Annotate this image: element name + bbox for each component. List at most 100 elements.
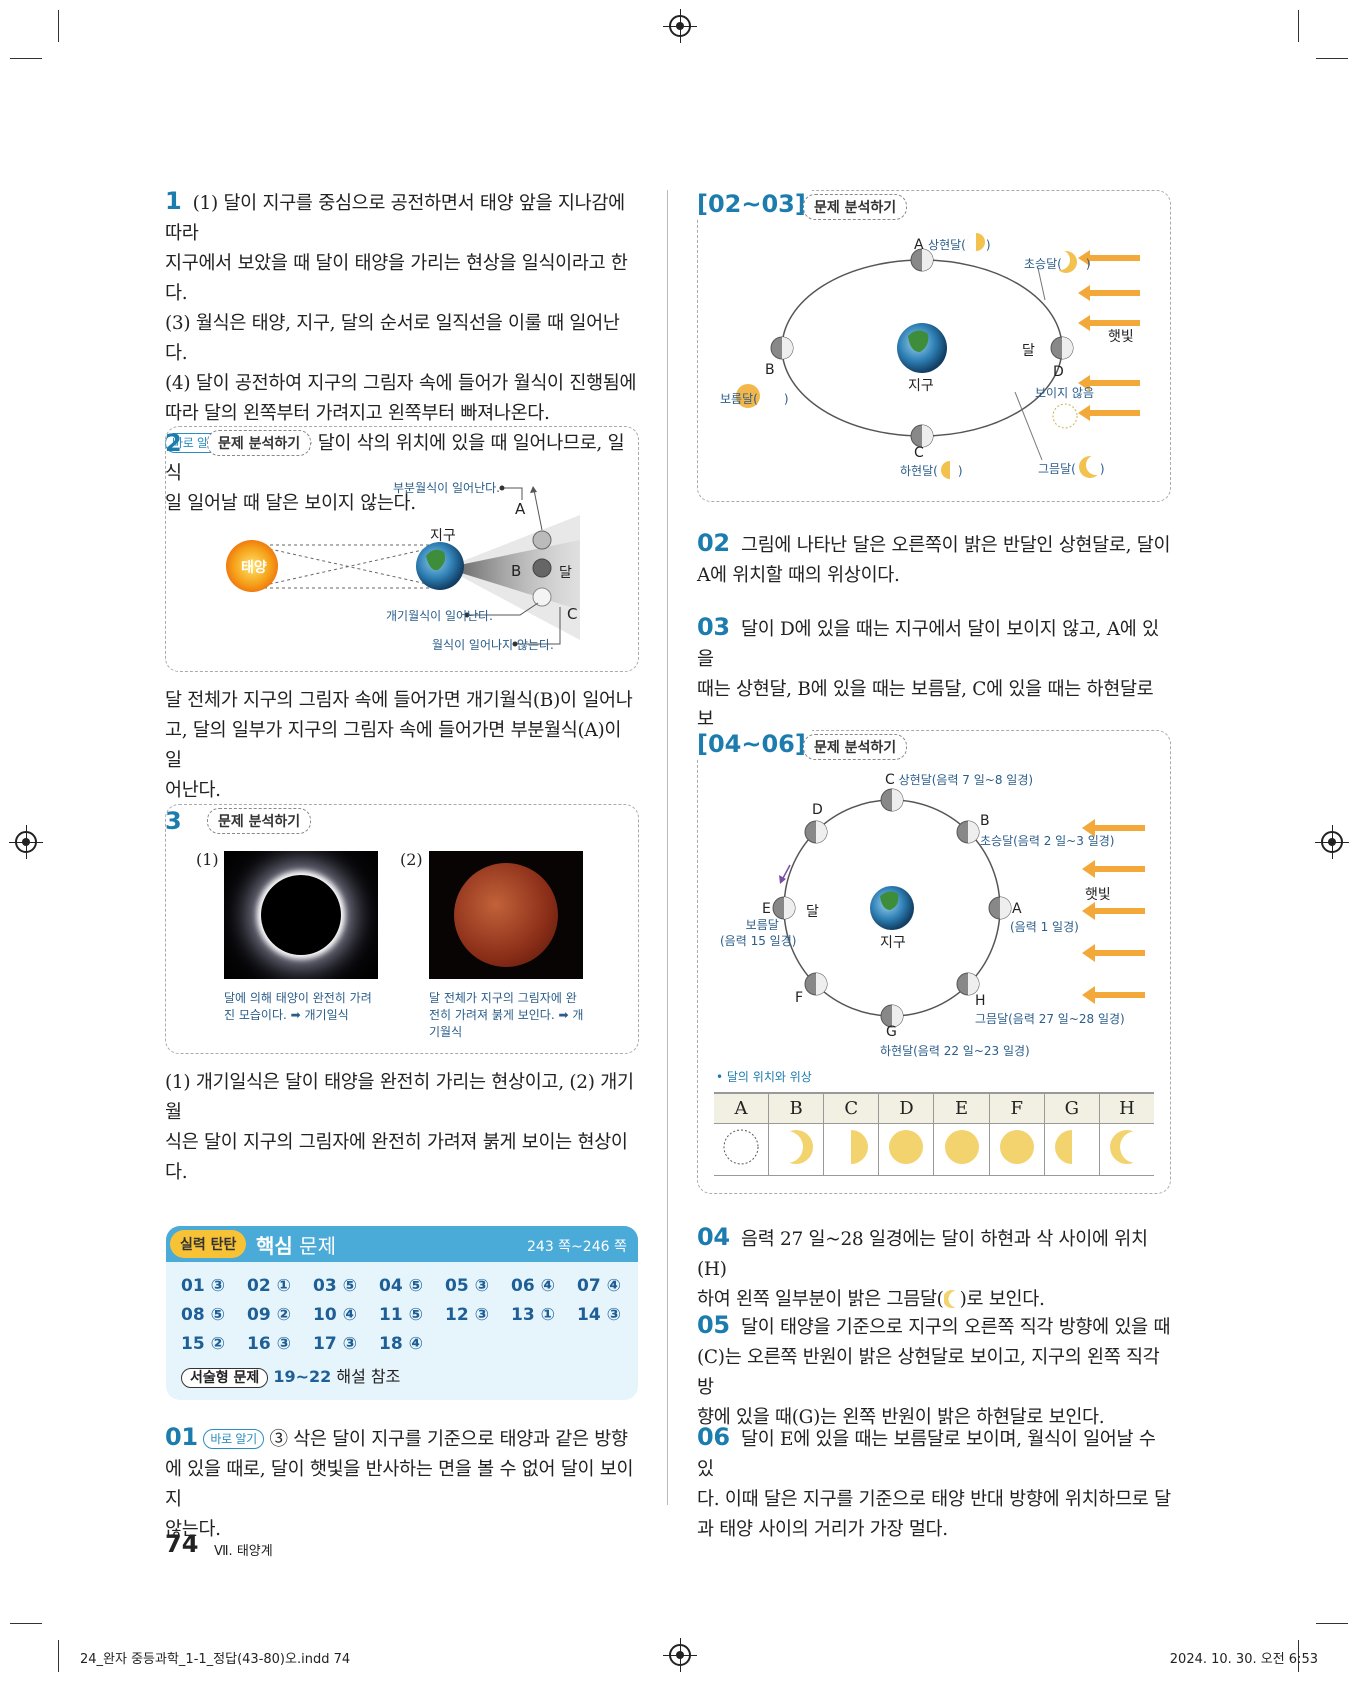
- figure-box-orbit: [697, 190, 1171, 502]
- phase-h-waning-crescent-icon: [1109, 1130, 1152, 1164]
- analysis-tag: 문제 분석하기: [207, 808, 312, 834]
- figure-box-eclipses: [165, 804, 639, 1054]
- analysis-tag: 문제 분석하기: [207, 430, 312, 456]
- phase-label-f: F: [795, 990, 804, 1006]
- phase-label-a-desc: (음력 1 일경): [1010, 920, 1079, 934]
- moon-c-icon: [532, 587, 552, 607]
- orbit-label-last-quarter: 하현달(): [900, 464, 963, 478]
- label-moon: 달: [559, 565, 572, 581]
- slug-filename: 24_완자 중등과학_1-1_정답(43-80)오.indd 74: [80, 1652, 351, 1667]
- moon-a-icon: [532, 530, 552, 550]
- sunlight-arrows: [1078, 250, 1140, 421]
- label-a: A: [515, 500, 526, 518]
- phase-b-crescent-icon: [771, 1130, 814, 1164]
- phase-label-b-desc: 초승달(음력 2 일~3 일경): [980, 834, 1115, 848]
- photo-label-2: (2): [400, 850, 423, 869]
- orbit-label-waning: 그믐달(): [1038, 462, 1105, 476]
- crop-mark: [1298, 1640, 1299, 1672]
- registration-mark-icon: [663, 1638, 697, 1672]
- chapter-label: Ⅶ. 태양계: [214, 1544, 273, 1559]
- label-total-eclipse: 개기월식이 일어난다.: [386, 609, 493, 623]
- orbit-label-moon: 달: [1022, 343, 1035, 359]
- phase-d-gibbous-icon: [889, 1130, 924, 1164]
- label-earth: 지구: [430, 528, 456, 544]
- column-divider: [667, 190, 668, 1505]
- label-b: B: [511, 562, 522, 580]
- crop-mark: [1298, 10, 1299, 42]
- phase-label-moon: 달: [806, 904, 819, 920]
- label-partial-eclipse: 부분월식이 일어난다.: [393, 481, 500, 495]
- answer-02: 02 그림에 나타난 달은 오른쪽이 밝은 반달인 상현달로, 달이 A에 위치…: [697, 529, 1171, 586]
- answer-03: 03 달이 D에 있을 때는 지구에서 달이 보이지 않고, A에 있을 때는 …: [697, 613, 1159, 760]
- orbit-label-earth: 지구: [908, 378, 934, 394]
- phase-label-c: C 상현달(음력 7 일~8 일경): [885, 772, 1034, 788]
- orbit-label-b: B: [765, 362, 775, 378]
- phase-label-g-desc: 하현달(음력 22 일~23 일경): [880, 1044, 1030, 1058]
- answer-2-text: 달 전체가 지구의 그림자 속에 들어가면 개기월식(B)이 일어나 고, 달의…: [165, 690, 633, 801]
- phase-label-earth: 지구: [880, 935, 906, 951]
- label-sun: 태양: [241, 560, 267, 576]
- crop-mark: [10, 1623, 42, 1624]
- phase-f-gibbous-icon: [999, 1130, 1034, 1164]
- phase-full: [736, 384, 760, 408]
- registration-mark-icon: [1315, 825, 1349, 859]
- moon-b-icon: [532, 558, 552, 578]
- phase-c-first-quarter-icon: [851, 1130, 869, 1164]
- total-solar-eclipse-photo: [224, 851, 378, 979]
- phase-table-title: • 달의 위치와 위상: [716, 1070, 812, 1084]
- crop-mark: [58, 1640, 59, 1672]
- registration-mark-icon: [663, 9, 697, 43]
- essay-pill: 서술형 문제: [181, 1368, 269, 1388]
- waning-crescent-icon: [942, 1290, 966, 1308]
- crop-mark: [1316, 1623, 1348, 1624]
- orbit-label-sunlight: 햇빛: [1108, 329, 1134, 345]
- label-no-eclipse: 월식이 일어나지 않는다.: [432, 638, 554, 652]
- analysis-tag: 문제 분석하기: [803, 194, 908, 220]
- section-title-04-06: [04~06]: [697, 730, 812, 758]
- sun-icon: [226, 540, 278, 592]
- phase-label-a: A: [1012, 901, 1022, 917]
- registration-mark-icon: [9, 825, 43, 859]
- crop-mark: [1316, 58, 1348, 59]
- label-c: C: [567, 605, 578, 623]
- answer-04: 04 음력 27 일~28 일경에는 달이 하현과 삭 사이에 위치(H) 하여…: [697, 1223, 1148, 1310]
- phase-label-d: D: [812, 802, 823, 818]
- orbit-label-full: 보름달(): [720, 392, 789, 406]
- phase-label-e: E: [762, 901, 771, 917]
- essay-row: 서술형 문제 19~22 해설 참조: [181, 1363, 400, 1388]
- phase-g-last-quarter-icon: [1054, 1130, 1072, 1164]
- crop-mark: [58, 10, 59, 42]
- pill-skill: 실력 탄탄: [170, 1230, 247, 1258]
- phase-moons: [772, 788, 1012, 1028]
- phase-label-g: G: [886, 1024, 897, 1040]
- section-title-02-03-overlay: [02~03]: [697, 190, 812, 218]
- blood-moon-photo: [429, 851, 583, 979]
- photo-label-1: (1): [196, 850, 219, 869]
- moon-orbit-diagram: [736, 233, 1140, 479]
- answer-1: 1 (1) 달이 지구를 중심으로 공전하면서 태양 앞을 지나감에 따라 지구…: [165, 187, 637, 514]
- phase-label-e-desc: 보름달(음력 15 일경): [720, 918, 797, 948]
- answer-key-title: 핵심 문제: [256, 1234, 336, 1258]
- orbit-label-d: D: [1053, 364, 1064, 380]
- phase-e-full-icon: [944, 1130, 979, 1164]
- orbit-label-a: A 상현달(): [914, 237, 991, 253]
- phase-label-h-desc: 그믐달(음력 27 일~28 일경): [975, 1012, 1125, 1026]
- phase-a-new-icon: [723, 1129, 759, 1165]
- answer-01: 01 바로 알기 ③ 삭은 달이 지구를 기준으로 태양과 같은 방향 에 있을…: [165, 1423, 634, 1540]
- crop-mark: [10, 58, 42, 59]
- page-number: 74: [165, 1530, 199, 1558]
- orbit-label-new: 보이지 않음: [1035, 386, 1095, 400]
- answer-05: 05 달이 태양을 기준으로 지구의 오른쪽 직각 방향에 있을 때 (C)는 …: [697, 1311, 1171, 1428]
- phase-label-h: H: [975, 993, 986, 1009]
- figure-box-phases: [697, 730, 1171, 1194]
- phase-label-sunlight: 햇빛: [1085, 887, 1111, 903]
- lunar-eclipse-diagram: [226, 485, 580, 647]
- answer-3-text: (1) 개기일식은 달이 태양을 완전히 가리는 현상이고, (2) 개기월 식…: [165, 1072, 634, 1183]
- moon-phase-diagram: [772, 788, 1145, 1028]
